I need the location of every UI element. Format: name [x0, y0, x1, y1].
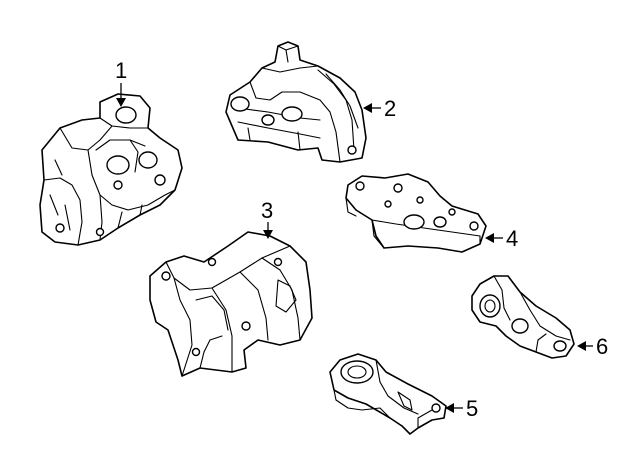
- callout-2-number: 2: [384, 96, 396, 121]
- callout-1-number: 1: [115, 58, 127, 83]
- callout-6-arrowhead: [577, 341, 586, 351]
- part-3-mount-bracket: [149, 231, 313, 377]
- callout-1-arrowhead: [116, 98, 126, 107]
- callout-6-number: 6: [596, 334, 608, 359]
- callout-3: 3: [261, 198, 273, 239]
- callout-5-arrowhead: [445, 403, 454, 413]
- callout-5: 5: [445, 396, 478, 421]
- part-2-transmission-mount: [225, 41, 367, 163]
- callout-4: 4: [485, 226, 518, 251]
- callout-4-arrowhead: [485, 233, 494, 243]
- callout-6: 6: [577, 334, 608, 359]
- callout-3-number: 3: [261, 198, 273, 223]
- callout-2: 2: [363, 96, 396, 121]
- callout-5-number: 5: [466, 396, 478, 421]
- part-5-torque-strut: [329, 353, 447, 435]
- callout-2-arrowhead: [363, 103, 372, 113]
- callout-1: 1: [115, 58, 127, 107]
- part-6-rear-mount: [471, 275, 575, 359]
- part-1-engine-mount: [39, 93, 183, 246]
- part-4-mount-plate: [345, 173, 487, 253]
- callout-3-arrowhead: [263, 230, 273, 239]
- callout-4-number: 4: [506, 226, 518, 251]
